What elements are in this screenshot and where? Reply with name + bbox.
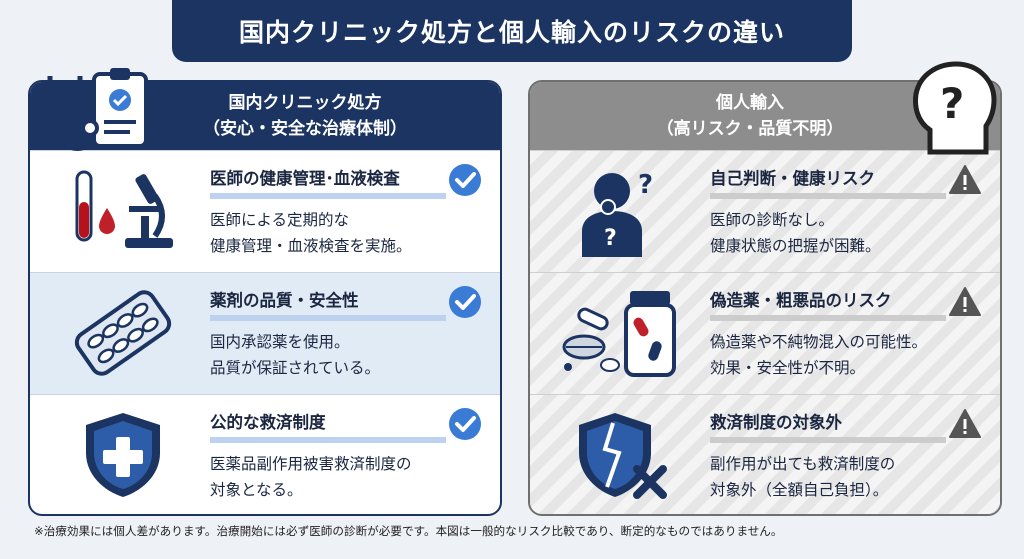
svg-text:?: ? <box>638 170 653 200</box>
import-row-self-text: 医師の診断なし。 健康状態の把握が困難。 <box>710 211 881 255</box>
clinic-panel-subtitle: （安心・安全な治療体制） <box>203 119 407 139</box>
clinic-panel-title: 国内クリニック処方 <box>228 93 382 113</box>
clinic-row-health: 医師の健康管理･血液検査 医師による定期的な 健康管理・血液検査を実施。 <box>30 150 500 272</box>
pills-bottle-icon <box>548 283 698 383</box>
clinic-row-quality-text: 国内承認薬を使用。 品質が保証されている。 <box>210 333 381 377</box>
import-row-fake: 偽造薬・粗悪品のリスク 偽造薬や不純物混入の可能性。 効果・安全性が不明。 <box>530 272 1000 394</box>
import-row-fake-title: 偽造薬・粗悪品のリスク <box>710 287 946 321</box>
clinic-row-relief-title: 公的な救済制度 <box>210 409 446 443</box>
check-circle-icon <box>449 408 481 440</box>
svg-text:?: ? <box>940 79 964 128</box>
page-title: 国内クリニック処方と個人輸入のリスクの違い <box>172 0 852 62</box>
import-row-fake-text: 偽造薬や不純物混入の可能性。 効果・安全性が不明。 <box>710 333 928 377</box>
pill-blister-pack-icon <box>48 283 198 383</box>
clinic-row-relief-text: 医薬品副作用被害救済制度の 対象となる。 <box>210 455 412 499</box>
clinic-row-health-text: 医師による定期的な 健康管理・血液検査を実施。 <box>210 211 412 255</box>
check-circle-icon <box>449 286 481 318</box>
head-question-icon: ? <box>913 61 997 155</box>
warning-triangle-icon <box>949 165 981 194</box>
import-panel-subtitle: （高リスク・品質不明） <box>656 119 844 139</box>
blood-test-microscope-icon <box>48 161 198 261</box>
clinic-row-quality: 薬剤の品質・安全性 国内承認薬を使用。 品質が保証されている。 <box>30 272 500 394</box>
stethoscope-clipboard-icon <box>47 68 148 151</box>
warning-triangle-icon <box>949 409 981 438</box>
svg-text:?: ? <box>604 226 617 251</box>
import-row-relief-title: 救済制度の対象外 <box>710 409 946 443</box>
clinic-row-quality-title: 薬剤の品質・安全性 <box>210 287 446 321</box>
import-row-self-title: 自己判断・健康リスク <box>710 165 946 199</box>
import-row-relief-text: 副作用が出ても救済制度の 対象外（全額自己負担）。 <box>710 455 896 499</box>
medical-cross-shield-icon <box>48 405 198 505</box>
import-panel-title: 個人輸入 <box>716 93 784 113</box>
clinic-row-relief: 公的な救済制度 医薬品副作用被害救済制度の 対象となる。 <box>30 394 500 514</box>
clinic-row-health-title: 医師の健康管理･血液検査 <box>210 165 446 199</box>
broken-shield-icon <box>548 405 698 505</box>
import-row-relief: 救済制度の対象外 副作用が出ても救済制度の 対象外（全額自己負担）。 <box>530 394 1000 514</box>
confused-person-icon: ? ? <box>548 161 698 261</box>
import-panel: 個人輸入 （高リスク・品質不明） ? ? 自己判断・健康リスク 医師の診断なし。… <box>528 80 1002 516</box>
footnote: ※治療効果には個人差があります。治療開始には必ず医師の診断が必要です。本図は一般… <box>34 524 783 538</box>
warning-triangle-icon <box>949 287 981 316</box>
import-row-self: ? ? 自己判断・健康リスク 医師の診断なし。 健康状態の把握が困難。 <box>530 150 1000 272</box>
check-circle-icon <box>449 164 481 196</box>
